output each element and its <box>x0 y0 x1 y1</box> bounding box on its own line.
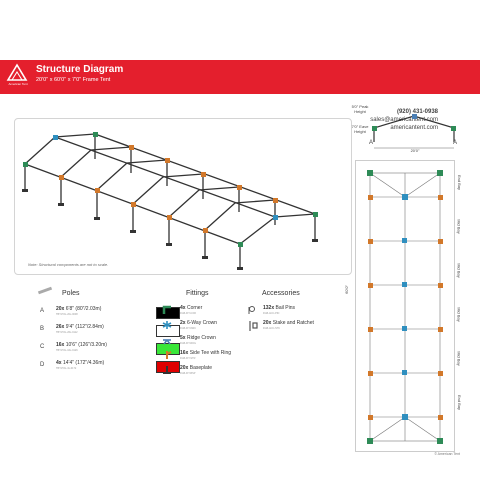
page-subtitle: 20'0" x 60'0" x 7'0" Frame Tent <box>36 77 111 83</box>
pole-row-b: B 26x 9'4" (112"/2.84m) TBT-POL-26x-0112 <box>40 324 180 338</box>
contact-website[interactable]: americantent.com <box>390 125 438 131</box>
contact-block: (920) 431-0938 sales@americantent.com am… <box>370 108 438 132</box>
pole-desc: 26x 9'4" (112"/2.84m) <box>56 324 104 330</box>
elevation-drawing <box>372 114 456 149</box>
bay-label-4: Mid Bay <box>456 307 462 322</box>
fitting-desc: 5x Ridge Crown <box>180 335 216 341</box>
fitting-part: FGB-FIT-RDG <box>180 342 196 345</box>
accessory-part: FGB-ACC-PIN <box>263 312 280 315</box>
accessory-row-stake-ratchet: 20x Stake and Ratchet FGB-ACC-STK <box>247 320 347 334</box>
pole-row-c: C 16x 10'6" (126"/3.20m) TBT-POL-16x-012… <box>40 342 180 356</box>
pole-letter: C <box>40 344 45 350</box>
side-tee-icon <box>166 351 172 359</box>
peak-height-label: 5'0" Peak Height <box>351 104 369 114</box>
pole-row-d: D 4x 14'4" (172"/4.36m) TBT-POL-4x-0172 <box>40 360 180 374</box>
fitting-row-corner: 4x Corner FGB-FIT-COR <box>162 305 252 319</box>
plan-view-drawing <box>367 170 443 444</box>
accessory-part: FGB-ACC-STK <box>263 327 280 330</box>
pole-letter: B <box>40 326 45 332</box>
fitting-row-side-tee: 16x Side Tee with Ring FGB-FIT-STR <box>162 350 252 364</box>
fitting-row-baseplate: 20x Baseplate FGB-FIT-BSP <box>162 365 252 379</box>
contact-email[interactable]: sales@americantent.com <box>370 117 438 123</box>
bay-label-2: Mid Bay <box>456 219 462 234</box>
plan-length-label: 60'0" <box>343 285 349 294</box>
pole-part: TBT-POL-16x-0126 <box>56 349 78 352</box>
baseplate-icon <box>163 366 171 374</box>
bay-label-3: Mid Bay <box>456 263 462 278</box>
eave-height-label: 7'0" Eave Height <box>351 124 369 134</box>
bay-label-5: Mid Bay <box>456 351 462 366</box>
fitting-row-ridge-crown: 5x Ridge Crown FGB-FIT-RDG <box>162 335 252 349</box>
accessories-title: Accessories <box>262 290 300 297</box>
fitting-desc: 16x Side Tee with Ring <box>180 350 232 356</box>
fitting-desc: 2x 6-Way Crown <box>180 320 218 326</box>
elevation-pole-a-right: A <box>452 140 457 146</box>
poles-icon <box>37 286 53 295</box>
pole-row-a: A 20x 6'8" (80"/2.03m) TBT-POL-20x-0008 <box>40 306 180 320</box>
page-title: Structure Diagram <box>36 64 124 75</box>
accessory-row-bail-pins: 132x Bail Pins FGB-ACC-PIN <box>247 305 347 319</box>
pole-letter: D <box>40 362 45 368</box>
accessory-desc: 20x Stake and Ratchet <box>263 320 314 326</box>
pole-part: TBT-POL-20x-0008 <box>56 313 78 316</box>
fitting-part: FGB-FIT-6WC <box>180 327 196 330</box>
corner-fitting-icon <box>162 305 171 314</box>
isometric-diagram-panel <box>14 118 352 275</box>
pole-letter: A <box>40 308 45 314</box>
bay-label-1: End Bay <box>457 174 463 191</box>
plan-view-diagram <box>355 160 455 452</box>
fitting-desc: 20x Baseplate <box>180 365 212 371</box>
bail-pin-icon <box>248 306 255 314</box>
contact-phone[interactable]: (920) 431-0938 <box>396 109 438 115</box>
copyright: © American Tent <box>434 452 460 456</box>
pole-part: TBT-POL-4x-0172 <box>56 367 77 370</box>
pole-desc: 16x 10'6" (126"/3.20m) <box>56 342 107 348</box>
bay-label-6: End Bay <box>457 394 463 411</box>
elevation-width-label: 20'0" <box>410 148 420 153</box>
fitting-part: FGB-FIT-STR <box>180 357 196 360</box>
fittings-title: Fittings <box>186 290 209 297</box>
stake-ratchet-icon <box>249 321 258 331</box>
pole-part: TBT-POL-26x-0112 <box>56 331 78 334</box>
logo-text: American Tent <box>8 82 28 86</box>
fitting-row-6-way-crown: 2x 6-Way Crown FGB-FIT-6WC <box>162 320 252 334</box>
fitting-part: FGB-FIT-BSP <box>180 372 196 375</box>
poles-title: Poles <box>62 290 80 297</box>
elevation-pole-a-left: A <box>368 140 373 146</box>
fitting-part: FGB-FIT-COR <box>180 312 196 315</box>
ridge-crown-icon <box>163 339 171 345</box>
diagram-note: Note: Structural components are not to s… <box>28 262 109 267</box>
pole-desc: 20x 6'8" (80"/2.03m) <box>56 306 102 312</box>
american-tent-logo-icon <box>6 63 28 81</box>
six-way-crown-icon <box>162 321 172 329</box>
pole-desc: 4x 14'4" (172"/4.36m) <box>56 360 105 366</box>
fitting-desc: 4x Corner <box>180 305 203 311</box>
header-band: American Tent Structure Diagram 20'0" x … <box>0 60 480 94</box>
isometric-frame-drawing <box>22 132 318 270</box>
accessory-desc: 132x Bail Pins <box>263 305 295 311</box>
